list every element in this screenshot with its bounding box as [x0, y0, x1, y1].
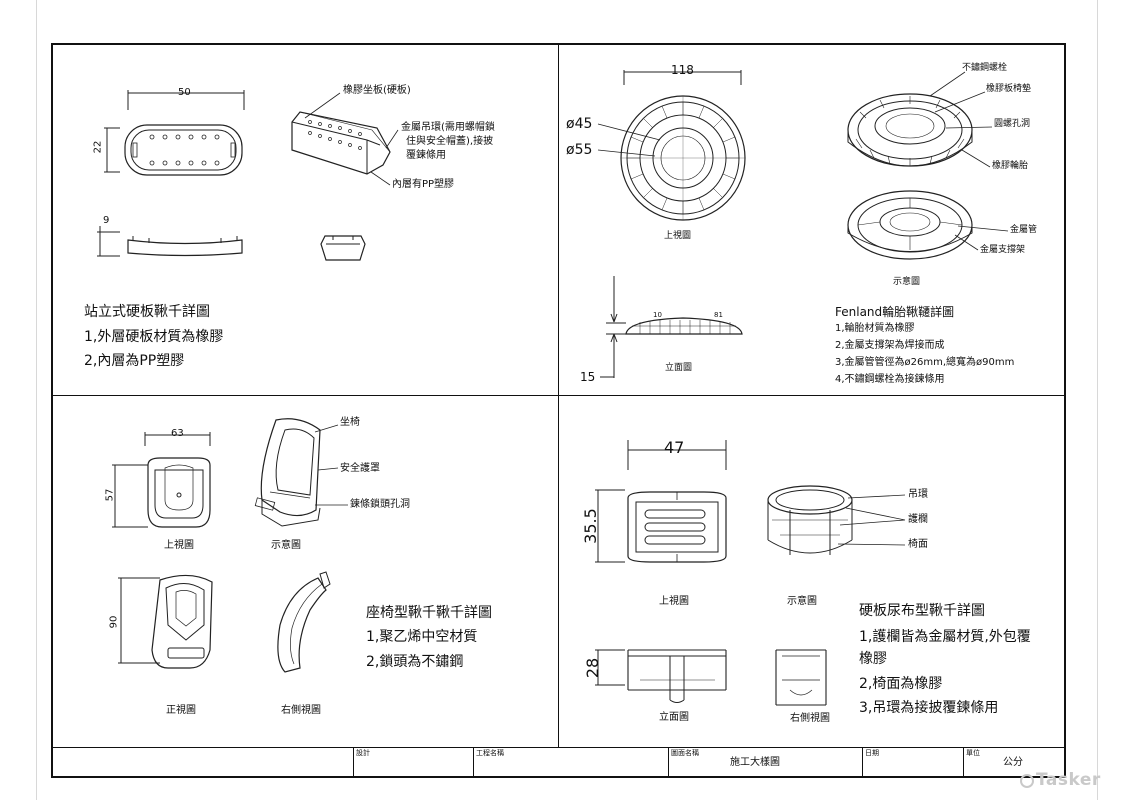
q3-callout-lock: 鍊條鎖頭孔洞: [350, 499, 410, 510]
q2-dim-small: 81: [714, 311, 723, 319]
q2-iso-frame: [847, 190, 1009, 260]
q2-dim-h: 15: [580, 370, 596, 384]
watermark-icon: [1020, 774, 1034, 788]
q3-note: 1,聚乙烯中空材質: [366, 629, 478, 645]
q1-callout-ring: 住與安全帽蓋),接披: [406, 136, 494, 147]
q1-title: 站立式硬板鞦千詳圖: [84, 304, 210, 320]
q2-dim-d45: ø45: [566, 116, 593, 132]
watermark-text: Tasker: [1036, 770, 1101, 790]
frame-divider-horizontal: [51, 395, 1066, 396]
q3-title: 座椅型鞦千鞦千詳圖: [366, 605, 492, 621]
q2-callout-hole: 圓螺孔洞: [994, 119, 1031, 129]
q4-label-top: 上視圖: [659, 596, 689, 607]
q3-dim-height: 57: [104, 488, 116, 502]
title-block-date-label: 日期: [865, 749, 879, 757]
title-block-divider: [473, 747, 474, 778]
q1-iso-view: [291, 92, 399, 186]
q2-title: Fenland輪胎鞦韆詳圖: [835, 305, 955, 319]
q3-dim-front: 90: [108, 615, 120, 629]
drawing-sheet: [36, 0, 1098, 800]
q4-callout-seat: 椅面: [908, 539, 928, 550]
q4-dim-elev: 28: [583, 657, 603, 679]
q2-callout-tire: 橡膠輪胎: [992, 161, 1029, 171]
q2-dim-width: 118: [671, 63, 694, 77]
q4-note: 2,椅面為橡膠: [859, 676, 943, 692]
q1-callout-ring: 覆鍊條用: [406, 150, 446, 161]
q4-label-elev: 立面圖: [659, 712, 689, 723]
q3-callout-seat: 坐椅: [340, 417, 360, 428]
q3-right-view: [277, 571, 331, 673]
q2-callout-pipe: 金屬管: [1010, 225, 1038, 235]
q2-label-schematic: 示意圖: [893, 277, 921, 287]
q4-dim-height: 35.5: [580, 508, 600, 544]
q3-label-front: 正視圖: [166, 705, 196, 716]
q1-note: 2,內層為PP塑膠: [84, 353, 185, 369]
title-block-top-line: [51, 747, 1066, 748]
q3-front-view: [118, 574, 213, 669]
title-block-divider: [668, 747, 669, 778]
q3-dim-width: 63: [171, 428, 184, 439]
q4-elevation: [595, 649, 727, 703]
q4-note: 3,吊環為接披覆鍊條用: [859, 700, 999, 716]
q3-label-schematic: 示意圖: [271, 540, 301, 551]
q4-dim-width: 47: [664, 438, 685, 457]
q2-callout-seat: 橡膠板椅墊: [986, 84, 1032, 94]
title-block-drawing-value: 施工大樣圖: [730, 757, 780, 768]
q4-callout-ring: 吊環: [908, 489, 928, 500]
q4-note: 橡膠: [859, 651, 887, 667]
q3-callout-guard: 安全護罩: [340, 463, 380, 474]
title-block-drawing-label: 圖面名稱: [671, 749, 699, 757]
title-block-divider: [353, 747, 354, 778]
watermark-logo: Tasker: [1020, 770, 1101, 790]
q1-callout-pp: 內層有PP塑膠: [392, 179, 455, 190]
q2-top-view: [597, 70, 746, 221]
title-block-unit-value: 公分: [1003, 757, 1023, 768]
title-block-project-label: 工程名稱: [476, 749, 504, 757]
q3-top-view: [112, 432, 211, 528]
q4-label-schematic: 示意圖: [787, 596, 817, 607]
q1-dim-height: 22: [92, 140, 104, 154]
title-block-divider: [963, 747, 964, 778]
q1-side-view: [97, 226, 243, 257]
q4-note: 1,護欄皆為金屬材質,外包覆: [859, 629, 1031, 645]
q2-note: 4,不鏽鋼螺栓為接鍊條用: [835, 374, 945, 385]
q1-callout-ring: 金屬吊環(需用螺帽鎖: [401, 122, 495, 133]
q1-note: 1,外層硬板材質為橡膠: [84, 329, 224, 345]
q2-note: 1,輪胎材質為橡膠: [835, 323, 915, 334]
title-block-unit-label: 單位: [966, 749, 980, 757]
q2-label-elev: 立面圖: [665, 363, 693, 373]
q4-title: 硬板尿布型鞦千詳圖: [859, 603, 985, 619]
q1-top-view: [104, 90, 245, 176]
q2-iso-tire: [847, 71, 993, 168]
q3-iso-view: [254, 418, 348, 527]
q4-top-view: [595, 440, 727, 563]
q4-callout-rail: 護欄: [908, 514, 928, 525]
q3-note: 2,鎖頭為不鏽鋼: [366, 654, 464, 670]
q1-callout-rubber: 橡膠坐板(硬板): [343, 85, 411, 96]
q4-right-view: [775, 649, 827, 706]
q2-dim-d55: ø55: [566, 142, 593, 158]
q3-label-right: 右側視圖: [281, 705, 321, 716]
title-block-divider: [862, 747, 863, 778]
q2-callout-frame: 金屬支撐架: [980, 245, 1026, 255]
q2-note: 3,金屬管管徑為ø26mm,總寬為ø90mm: [835, 357, 1015, 368]
q4-label-right: 右側視圖: [790, 713, 830, 724]
title-block-design-label: 設計: [356, 749, 370, 757]
q2-label-top: 上視圖: [664, 231, 692, 241]
q1-dim-width: 50: [178, 87, 191, 98]
q1-end-view: [320, 235, 366, 261]
q2-dim-small: 10: [653, 311, 662, 319]
q2-note: 2,金屬支撐架為焊接而成: [835, 340, 945, 351]
q3-label-top: 上視圖: [164, 540, 194, 551]
q2-callout-bolt: 不鏽鋼螺栓: [962, 63, 1008, 73]
q4-iso-view: [767, 485, 906, 555]
q2-elevation: [600, 276, 743, 378]
q1-dim-side: 9: [103, 215, 110, 226]
